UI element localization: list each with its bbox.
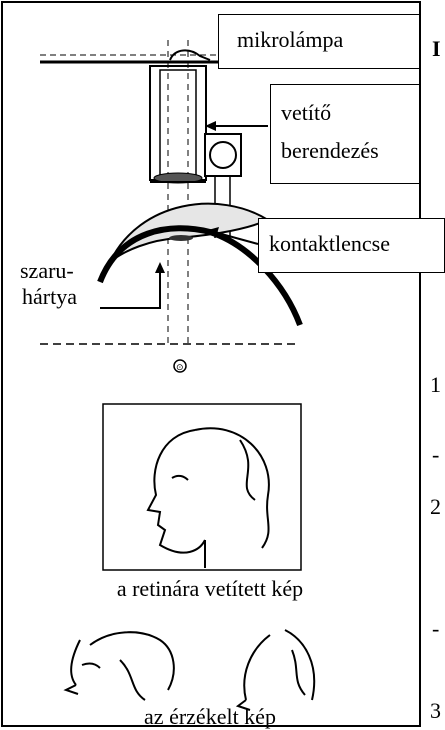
right-dash-2: - [432, 616, 439, 642]
microlamp-text: mikrolámpa [237, 27, 343, 52]
projector-tube-outer [150, 66, 206, 180]
projector-text-line1: vetítő [281, 99, 419, 127]
right-list-marker-1: 1 [430, 372, 441, 398]
right-list-marker-3: 3 [430, 698, 441, 724]
arrow-cornea [100, 268, 160, 308]
contact-lens-text: kontaktlencse [269, 231, 390, 256]
perceived-face-left [66, 632, 174, 700]
lamp-bulb [210, 142, 236, 168]
perceived-face-right [238, 630, 314, 710]
retina-image-caption: a retinára vetített kép [40, 576, 380, 602]
projector-label: vetítő berendezés [270, 84, 420, 184]
right-list-marker-2: 2 [430, 494, 441, 520]
lens-center [169, 235, 193, 241]
contact-lens-label: kontaktlencse [258, 218, 445, 273]
cornea-text-line2: hártya [22, 284, 77, 310]
microlamp-label: mikrolámpa [218, 14, 420, 69]
projector-text-line2: berendezés [281, 127, 419, 175]
retina-face [148, 428, 269, 568]
svg-text:⊙: ⊙ [176, 363, 184, 373]
cornea-text-line1: szaru- [20, 258, 77, 284]
right-dash-1: - [432, 442, 439, 468]
perceived-image-caption: az érzékelt kép [60, 704, 360, 730]
cornea-label: szaru- hártya [20, 258, 77, 311]
right-heading-fragment: I [432, 36, 441, 62]
